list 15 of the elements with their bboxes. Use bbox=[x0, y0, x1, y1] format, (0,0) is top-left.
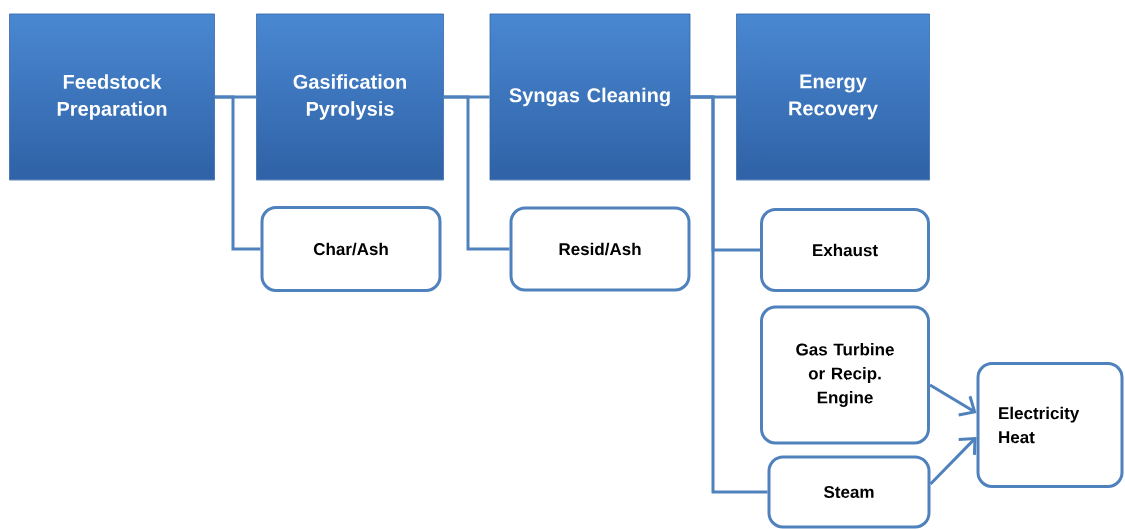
connector-line bbox=[214, 95, 261, 251]
process-box: Feedstock Preparation bbox=[9, 13, 215, 181]
process-box: Syngas Cleaning bbox=[489, 13, 691, 181]
output-box: Exhaust bbox=[760, 208, 930, 292]
output-box: Resid/Ash bbox=[509, 206, 691, 292]
output-box: Char/Ash bbox=[260, 206, 442, 292]
process-box: Gasification Pyrolysis bbox=[256, 13, 444, 181]
connector-line bbox=[443, 95, 510, 251]
output-box: Steam bbox=[767, 455, 931, 529]
output-box: Gas Turbine or Recip. Engine bbox=[760, 305, 930, 445]
process-box: Energy Recovery bbox=[736, 13, 930, 181]
output-box: Electricity Heat bbox=[976, 362, 1124, 488]
arrow bbox=[929, 383, 977, 417]
arrow bbox=[929, 437, 977, 486]
connector-line bbox=[690, 95, 768, 494]
